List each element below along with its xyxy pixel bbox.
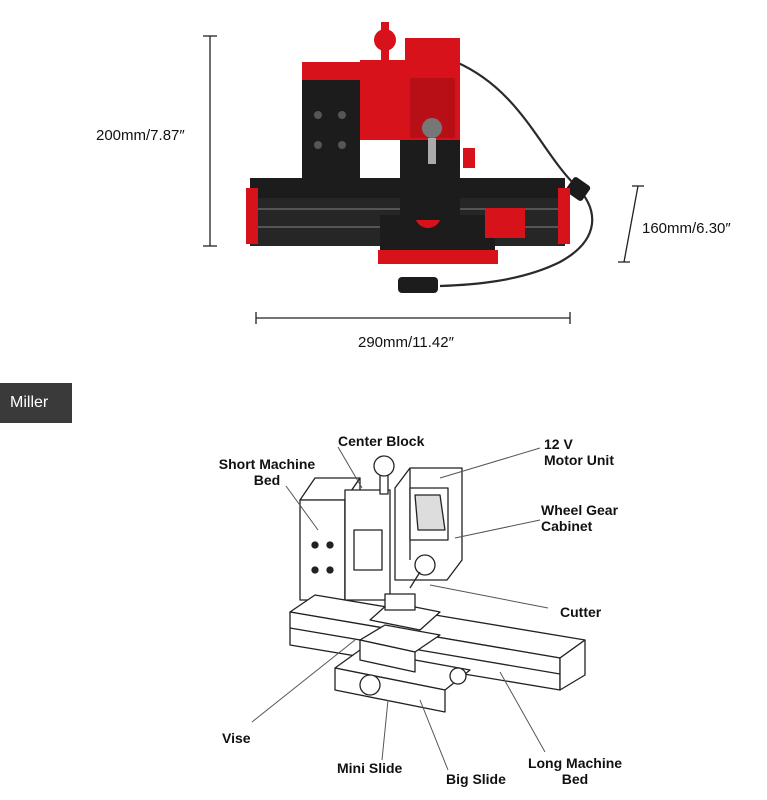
label-short-machine-bed: Short Machine Bed (209, 456, 325, 488)
label-long-machine-bed-line1: Long Machine (527, 755, 623, 771)
height-dimension-line (203, 35, 217, 247)
exploded-line-drawing (289, 455, 586, 713)
label-wheel-gear-cabinet-line2: Cabinet (541, 518, 593, 534)
label-wheel-gear-cabinet-line1: Wheel Gear (541, 502, 619, 518)
section-tag-miller: Miller (0, 383, 72, 423)
label-motor-unit-line1: 12 V (544, 436, 573, 452)
label-motor-unit-line2: Motor Unit (544, 452, 614, 468)
label-big-slide: Big Slide (446, 771, 506, 787)
width-dimension-line (255, 312, 571, 324)
label-long-machine-bed: Long Machine Bed (520, 755, 630, 787)
leader-lines (251, 446, 549, 771)
label-center-block: Center Block (338, 433, 425, 449)
label-short-machine-bed-line2: Bed (253, 472, 281, 488)
machine-photo (246, 22, 594, 293)
depth-dimension-label: 160mm/6.30″ (642, 220, 731, 237)
width-dimension-label: 290mm/11.42″ (358, 334, 454, 351)
label-cutter: Cutter (560, 604, 602, 620)
label-mini-slide: Mini Slide (337, 760, 403, 776)
height-dimension-label: 200mm/7.87″ (96, 127, 185, 144)
label-long-machine-bed-line2: Bed (561, 771, 589, 787)
label-wheel-gear-cabinet: Wheel Gear Cabinet (541, 502, 618, 534)
depth-dimension-line (618, 185, 644, 263)
label-motor-unit: 12 V Motor Unit (544, 436, 614, 468)
label-vise: Vise (222, 730, 251, 746)
label-short-machine-bed-line1: Short Machine (218, 456, 316, 472)
